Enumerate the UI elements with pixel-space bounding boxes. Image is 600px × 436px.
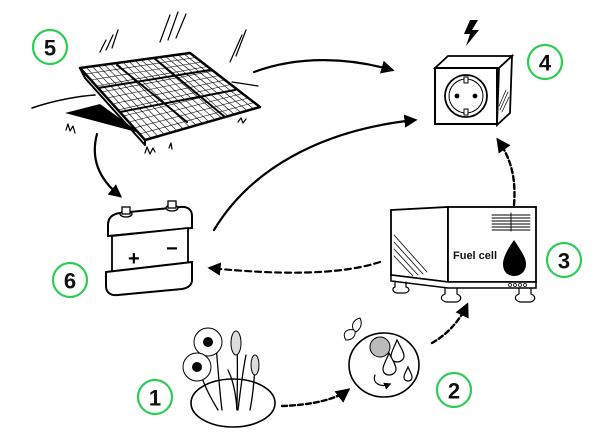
step-badge-6: 6: [51, 261, 89, 299]
panel-cells: [85, 53, 255, 139]
corn-cobs: [230, 330, 260, 376]
power-outlet-icon: [432, 20, 515, 128]
lightning-bolt-icon: [464, 20, 479, 46]
arrow-2-to-3: [430, 302, 469, 345]
fuel-cell-label: Fuel cell: [453, 250, 497, 262]
arrow-5-to-6: [93, 132, 123, 198]
svg-text:3: 3: [558, 249, 570, 274]
grass-tufts: [65, 117, 247, 155]
sun-ray-lines: [99, 11, 247, 63]
svg-text:1: 1: [149, 386, 161, 411]
arrow-3-to-4: [496, 137, 516, 207]
solar-panel-icon: [31, 11, 262, 155]
connections: [93, 59, 516, 408]
ground-line: [31, 94, 96, 109]
fuel-drop-icon: [503, 240, 526, 276]
svg-text:4: 4: [539, 51, 552, 76]
fuel-cell-base: [390, 274, 537, 289]
biomass-conversion-icon: [343, 317, 420, 398]
svg-text:2: 2: [448, 379, 460, 404]
battery-plus-sign: +: [128, 248, 140, 270]
step-badge-2: 2: [435, 371, 473, 409]
arrow-6-to-4: [212, 114, 418, 232]
svg-text:6: 6: [64, 269, 76, 294]
organic-matter: [369, 336, 391, 358]
battery-bottom-cap: [105, 260, 193, 297]
svg-text:5: 5: [44, 36, 56, 61]
sunflower-heads: [182, 327, 223, 382]
vent-grille: [491, 212, 531, 232]
step-badge-5: 5: [31, 28, 69, 66]
step-badge-4: 4: [526, 43, 564, 81]
battery-minus-sign: −: [166, 238, 178, 260]
battery-terminals: [119, 200, 179, 218]
fuel-cell-feet: [392, 280, 536, 303]
socket: [444, 74, 488, 118]
fuel-cell-icon: Fuel cell: [390, 206, 537, 303]
recycle-arrow-icon: [373, 374, 392, 390]
arrow-1-to-2: [280, 388, 351, 408]
plants-ground-circle: [190, 378, 276, 428]
plants-icon: [182, 327, 276, 428]
step-badge-1: 1: [136, 378, 174, 416]
arrow-3-to-6: [207, 260, 382, 276]
panel-shadow: [65, 104, 140, 133]
arrow-5-to-4: [252, 59, 395, 74]
battery-icon: + −: [105, 200, 193, 297]
step-badge-3: 3: [545, 241, 583, 279]
